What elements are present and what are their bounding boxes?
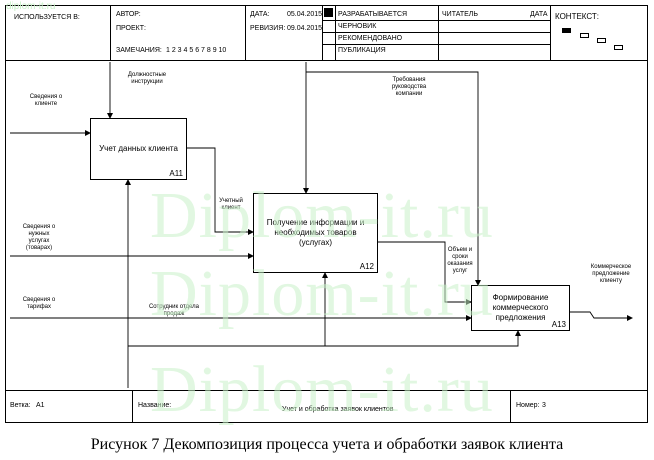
arrow-commercial-offer: [570, 311, 633, 321]
label-needed-services: Сведения о нужных услугах (товарах): [22, 224, 56, 251]
used-in-label: ИСПОЛЬЗУЕТСЯ В:: [14, 14, 80, 21]
activity-number: A12: [359, 262, 374, 271]
date-value: 05.04.2015: [287, 11, 323, 18]
site-watermark: diplom-it.ru: [6, 1, 56, 12]
context-box-active: [562, 28, 571, 33]
name-label: Название:: [138, 402, 172, 409]
author-label: АВТОР:: [116, 11, 141, 18]
footer-top-border: [5, 390, 648, 391]
reader-date-label: ДАТА: [530, 11, 548, 18]
diagram-name: Учет и обработка заявок клиентов: [282, 406, 394, 413]
number-value: 3: [542, 402, 546, 409]
date-label: ДАТА:: [250, 11, 270, 18]
status-row-line: [322, 44, 550, 45]
status-publication: ПУБЛИКАЦИЯ: [338, 47, 386, 54]
status-draft: ЧЕРНОВИК: [338, 23, 377, 30]
label-company-requirements: Требования руководства компании: [391, 77, 427, 97]
label-job-instructions: Должностные инструкции: [127, 72, 167, 85]
context-box: [597, 38, 606, 43]
status-row-line: [322, 20, 550, 21]
footer-divider: [132, 390, 133, 423]
status-developing: РАЗРАБАТЫВАЕТСЯ: [338, 11, 408, 18]
activity-number: A11: [169, 169, 183, 178]
arrow-requirements-a13: [306, 71, 481, 286]
label-client-record: Учетный клиент: [219, 198, 243, 211]
node-label: Ветка:: [10, 402, 31, 409]
number-label: Номер:: [516, 402, 540, 409]
activity-title: Учет данных клиента: [99, 144, 178, 153]
label-client-info: Сведения о клиенте: [29, 94, 63, 107]
context-box: [580, 33, 589, 38]
activity-box-a12[interactable]: Получение информации и необходимых товар…: [253, 193, 378, 273]
header-divider: [550, 5, 551, 60]
activity-number: A13: [551, 320, 566, 329]
node-value: A1: [36, 402, 45, 409]
arrow-client-record: [187, 147, 254, 235]
activity-box-a13[interactable]: Формирование коммерческого предложения A…: [471, 285, 570, 331]
arrow-sales-staff-a13: [325, 330, 521, 347]
header-divider: [245, 5, 246, 60]
reader-label: ЧИТАТЕЛЬ: [442, 11, 478, 18]
header-divider: [110, 5, 111, 60]
notes-numbers: 1 2 3 4 5 6 7 8 9 10: [166, 47, 227, 54]
label-volume-terms: Объем и сроки оказания услуг: [447, 247, 473, 274]
label-sales-staff: Сотрудник отдела продаж: [148, 304, 200, 317]
notes-label: ЗАМЕЧАНИЯ:: [116, 47, 162, 54]
activity-box-a11[interactable]: Учет данных клиента A11: [90, 118, 187, 180]
arrow-volume-terms: [378, 241, 472, 305]
status-recommended: РЕКОМЕНДОВАНО: [338, 35, 403, 42]
revision-value: 09.04.2015: [287, 25, 323, 32]
context-label: КОНТЕКСТ:: [555, 12, 599, 21]
figure-caption: Рисунок 7 Декомпозиция процесса учета и …: [90, 436, 564, 453]
activity-title: Формирование коммерческого предложения: [492, 293, 549, 322]
context-box: [614, 45, 623, 50]
status-row-line: [322, 32, 550, 33]
project-label: ПРОЕКТ:: [116, 25, 146, 32]
status-checkbox-filled: [324, 8, 333, 17]
activity-title: Получение информации и необходимых товар…: [266, 218, 365, 247]
diagram-frame: [5, 5, 648, 423]
footer-divider: [510, 390, 511, 423]
label-commercial-offer: Коммерческое предложение клиенту: [590, 264, 632, 284]
label-tariffs: Сведения о тарифах: [22, 297, 56, 310]
revision-label: РЕВИЗИЯ:: [250, 25, 286, 32]
header-bottom-border: [5, 60, 648, 61]
